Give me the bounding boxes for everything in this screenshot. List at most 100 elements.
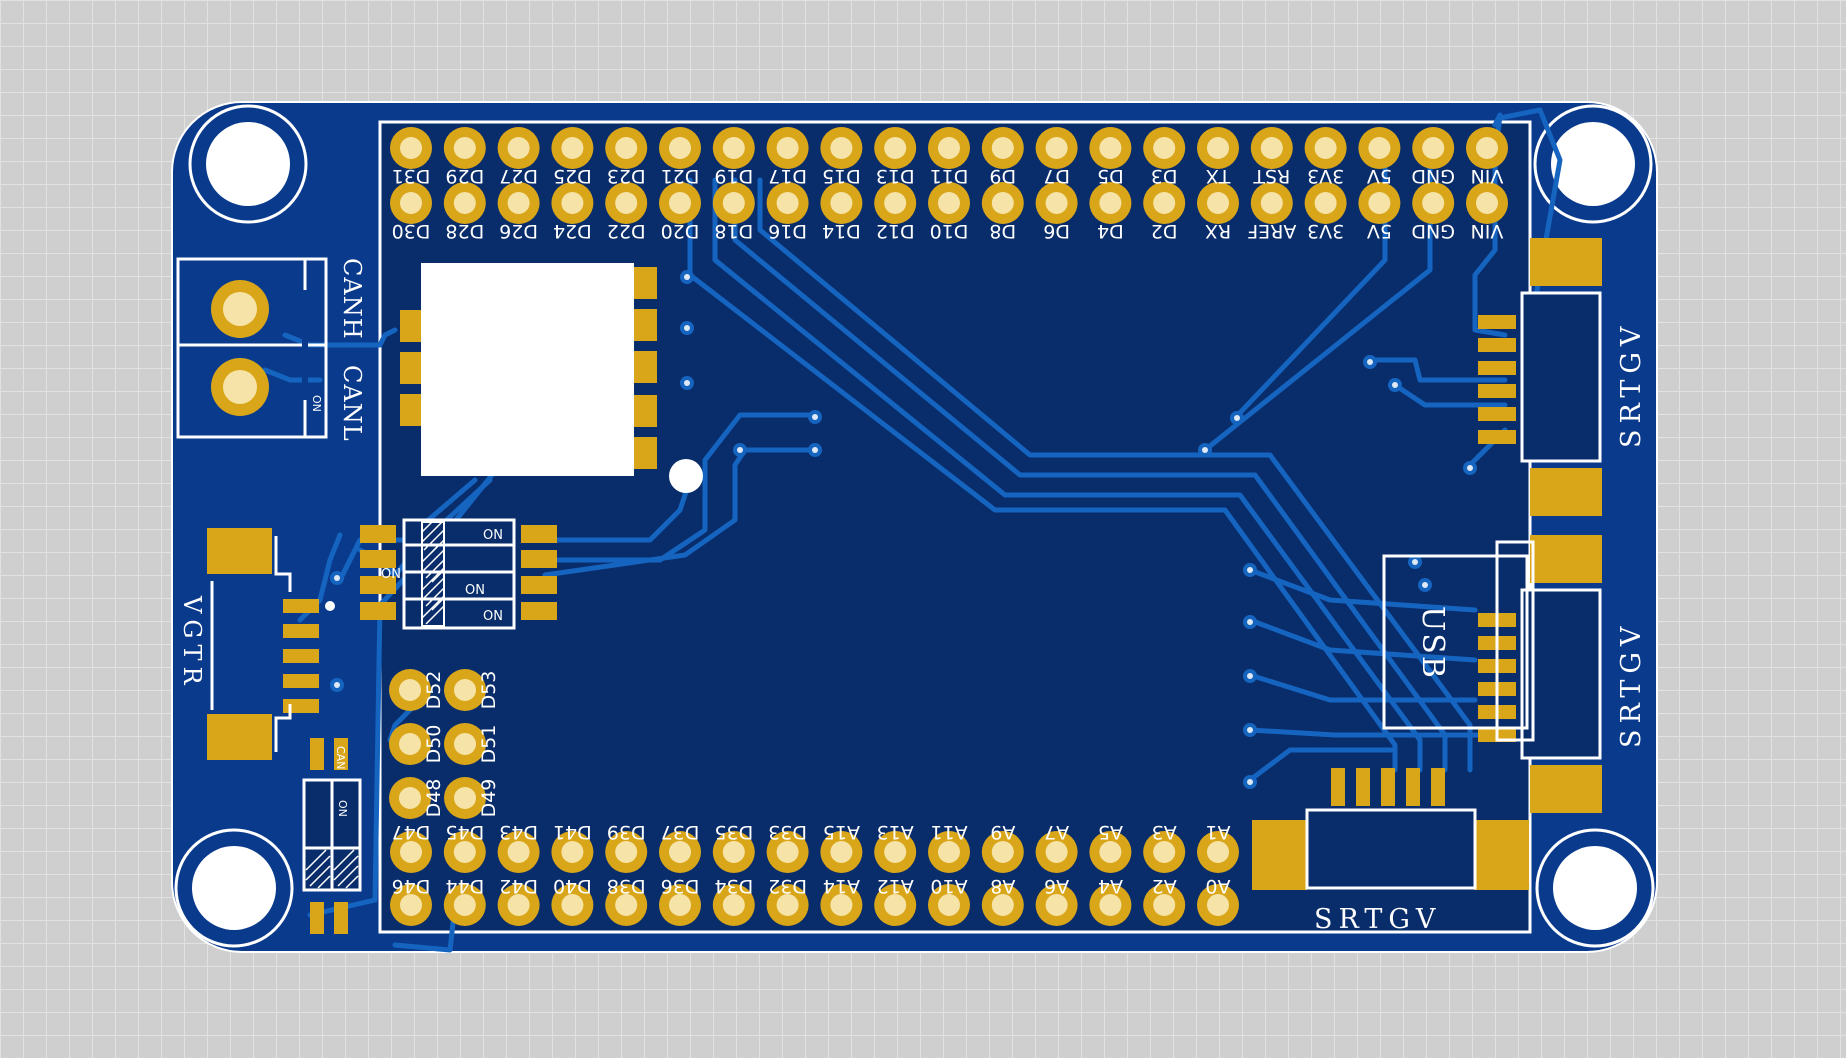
header-pin-pad[interactable] <box>1412 182 1455 224</box>
pin-label: D19 <box>714 165 753 187</box>
pin-label: D49 <box>478 779 500 818</box>
header-pin-pad[interactable] <box>874 884 917 926</box>
header-pin-pad[interactable] <box>981 831 1024 873</box>
header-pin-pad[interactable] <box>1358 127 1401 169</box>
header-pin-pad[interactable] <box>712 127 755 169</box>
header-pin-pad[interactable] <box>443 884 486 926</box>
header-pin-pad[interactable] <box>1197 831 1239 873</box>
header-pin-pad[interactable] <box>1089 831 1132 873</box>
header-pin-pad[interactable] <box>712 182 755 224</box>
header-pin-pad[interactable] <box>1035 182 1078 224</box>
header-pin-pad[interactable] <box>1304 127 1347 169</box>
pin-label: A0 <box>1205 875 1230 897</box>
header-pin-pad[interactable] <box>1089 182 1132 224</box>
header-pin-pad[interactable] <box>820 831 863 873</box>
pin-label: D48 <box>423 779 445 818</box>
connector-bottom[interactable] <box>1252 768 1529 890</box>
can-terminal-block[interactable] <box>176 257 328 439</box>
header-pin-pad[interactable] <box>1035 831 1078 873</box>
header-pin-pad[interactable] <box>389 777 431 819</box>
header-pin-pad[interactable] <box>551 831 594 873</box>
header-pin-pad[interactable] <box>928 182 970 224</box>
pin-label: D21 <box>661 165 700 187</box>
header-pin-pad[interactable] <box>659 831 701 873</box>
header-pin-pad[interactable] <box>874 831 917 873</box>
header-pin-pad[interactable] <box>1197 884 1239 926</box>
header-pin-pad[interactable] <box>1197 127 1239 169</box>
header-pin-pad[interactable] <box>444 669 486 711</box>
header-pin-pad[interactable] <box>1466 127 1508 169</box>
header-pin-pad[interactable] <box>443 831 486 873</box>
header-pin-pad[interactable] <box>605 182 648 224</box>
header-pin-pad[interactable] <box>605 831 648 873</box>
header-pin-pad[interactable] <box>659 182 701 224</box>
header-pin-pad[interactable] <box>981 182 1024 224</box>
header-pin-pad[interactable] <box>1089 127 1132 169</box>
header-pin-pad[interactable] <box>1197 182 1239 224</box>
connector-right-top[interactable] <box>1478 238 1602 516</box>
header-pin-pad[interactable] <box>1143 831 1186 873</box>
header-pin-pad[interactable] <box>443 127 486 169</box>
header-pin-pad[interactable] <box>928 884 970 926</box>
power-connector[interactable] <box>207 528 319 760</box>
header-pin-pad[interactable] <box>1089 884 1132 926</box>
pin-label: D22 <box>607 220 646 242</box>
can-high-label: CANH <box>338 258 366 340</box>
header-pin-pad[interactable] <box>712 884 755 926</box>
header-pin-pad[interactable] <box>1143 127 1186 169</box>
pin-label: D15 <box>822 165 861 187</box>
header-pin-pad[interactable] <box>389 723 431 765</box>
pin-label: A12 <box>877 875 914 897</box>
header-pin-pad[interactable] <box>659 884 701 926</box>
header-pin-pad[interactable] <box>497 884 540 926</box>
header-pin-pad[interactable] <box>766 884 809 926</box>
header-pin-pad[interactable] <box>1035 884 1078 926</box>
header-pin-pad[interactable] <box>390 182 432 224</box>
header-pin-pad[interactable] <box>444 723 486 765</box>
header-pin-pad[interactable] <box>928 127 970 169</box>
header-pin-pad[interactable] <box>1250 127 1293 169</box>
header-pin-pad[interactable] <box>1035 127 1078 169</box>
header-pin-pad[interactable] <box>389 669 431 711</box>
header-pin-pad[interactable] <box>1358 182 1401 224</box>
header-pin-pad[interactable] <box>605 127 648 169</box>
top-header-row2-pads <box>390 182 1508 224</box>
header-pin-pad[interactable] <box>444 777 486 819</box>
header-pin-pad[interactable] <box>712 831 755 873</box>
dip-switch[interactable] <box>360 518 557 630</box>
main-ic[interactable] <box>400 263 657 476</box>
header-pin-pad[interactable] <box>1412 127 1455 169</box>
header-pin-pad[interactable] <box>981 884 1024 926</box>
header-pin-pad[interactable] <box>1143 884 1186 926</box>
pin1-dot-icon <box>325 601 335 611</box>
header-pin-pad[interactable] <box>1304 182 1347 224</box>
header-pin-pad[interactable] <box>1143 182 1186 224</box>
header-pin-pad[interactable] <box>1466 182 1508 224</box>
header-pin-pad[interactable] <box>497 182 540 224</box>
pin-label: D33 <box>768 821 807 843</box>
header-pin-pad[interactable] <box>928 831 970 873</box>
header-pin-pad[interactable] <box>820 127 863 169</box>
header-pin-pad[interactable] <box>551 884 594 926</box>
header-pin-pad[interactable] <box>390 884 432 926</box>
header-pin-pad[interactable] <box>874 127 917 169</box>
header-pin-pad[interactable] <box>766 127 809 169</box>
header-pin-pad[interactable] <box>497 127 540 169</box>
header-pin-pad[interactable] <box>390 831 432 873</box>
header-pin-pad[interactable] <box>551 182 594 224</box>
header-pin-pad[interactable] <box>1250 182 1293 224</box>
header-pin-pad[interactable] <box>497 831 540 873</box>
header-pin-pad[interactable] <box>820 182 863 224</box>
header-pin-pad[interactable] <box>874 182 917 224</box>
header-pin-pad[interactable] <box>766 182 809 224</box>
header-pin-pad[interactable] <box>443 182 486 224</box>
header-pin-pad[interactable] <box>766 831 809 873</box>
pin-label: 5V <box>1367 220 1392 242</box>
header-pin-pad[interactable] <box>981 127 1024 169</box>
can-jumper[interactable] <box>302 738 362 934</box>
header-pin-pad[interactable] <box>390 127 432 169</box>
header-pin-pad[interactable] <box>659 127 701 169</box>
header-pin-pad[interactable] <box>820 884 863 926</box>
header-pin-pad[interactable] <box>551 127 594 169</box>
header-pin-pad[interactable] <box>605 884 648 926</box>
